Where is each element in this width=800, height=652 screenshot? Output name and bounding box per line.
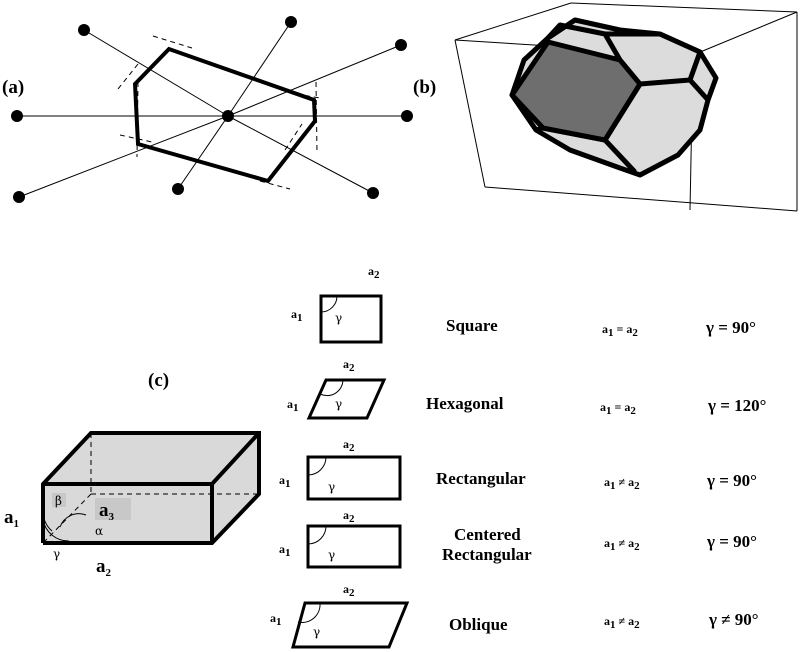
square-condition: a1 = a2 [602,322,638,339]
oblique-name: Oblique [449,615,508,634]
square-cell [319,294,383,344]
hexagonal-cell [306,378,387,420]
gamma-label: γ [53,547,60,561]
square-angle: γ = 90° [705,318,756,337]
hexagonal-condition: a1 = a2 [600,400,636,417]
oblique-a2: a2 [343,582,355,599]
panel-b: (b) [413,2,798,212]
wigner-seitz-cell [132,46,318,184]
square-a2: a2 [368,264,380,281]
beta-label: β [55,494,62,508]
panel-c: (c) a3 a1 a2 β α γ a2 a1 [4,264,766,649]
oblique-angle: γ ≠ 90° [708,610,759,629]
crect-gamma: γ [328,548,335,562]
lattice-lines [17,21,407,198]
panel-c-label: (c) [148,370,169,391]
box-a1-label: a1 [4,507,19,530]
rect-a2: a2 [343,437,355,454]
rectangular-angle: γ = 90° [706,471,757,490]
lattice-row-rectangular: a2 a1 γ Rectangular a1 ≠ a2 γ = 90° [279,437,757,501]
square-a1: a1 [291,307,303,324]
centered-rectangular-cell [306,524,402,569]
oblique-condition: a1 ≠ a2 [604,614,640,631]
centered-rectangular-name-line1: Centered [454,525,521,544]
centered-rectangular-condition: a1 ≠ a2 [604,536,640,553]
lattice-row-oblique: a2 a1 γ Oblique a1 ≠ a2 γ ≠ 90° [270,582,759,649]
panel-a-label: (a) [2,77,24,98]
lattice-row-square: a2 a1 γ Square a1 = a2 γ = 90° [291,264,756,344]
centered-rectangular-name-line2: Rectangular [442,545,532,564]
centered-rectangular-angle: γ = 90° [706,532,757,551]
lattice-row-hexagonal: a2 a1 γ Hexagonal a1 = a2 γ = 120° [287,357,766,420]
square-name: Square [446,316,498,335]
dark-hexagon-face [509,39,643,143]
hexagonal-angle: γ = 120° [707,396,766,415]
hex-a2: a2 [343,357,355,374]
square-gamma: γ [335,311,342,325]
rectangular-condition: a1 ≠ a2 [604,475,640,492]
panel-a: (a) [2,16,413,203]
box-a2-label: a2 [96,556,112,579]
panel-b-label: (b) [413,77,436,98]
oblique-gamma: γ [313,625,320,639]
oblique-cell [291,601,410,649]
hexagonal-name: Hexagonal [426,394,504,413]
alpha-label: α [95,524,103,538]
rect-gamma: γ [328,480,335,494]
oblique-a1: a1 [270,611,282,628]
rectangular-name: Rectangular [436,469,526,488]
lattice-row-centered-rectangular: a2 a1 γ Centered Rectangular a1 ≠ a2 γ =… [279,508,757,569]
unit-cell-box: a3 a1 a2 β α γ [4,431,261,579]
hex-gamma: γ [335,397,342,411]
crect-a1: a1 [279,542,291,559]
truncated-octahedron [509,17,719,178]
rectangular-cell [306,455,402,501]
box-a3-label: a3 [99,500,115,523]
hex-a1: a1 [287,397,299,414]
rect-a1: a1 [279,473,291,490]
lattice-points [11,16,413,203]
crect-a2: a2 [343,508,355,525]
